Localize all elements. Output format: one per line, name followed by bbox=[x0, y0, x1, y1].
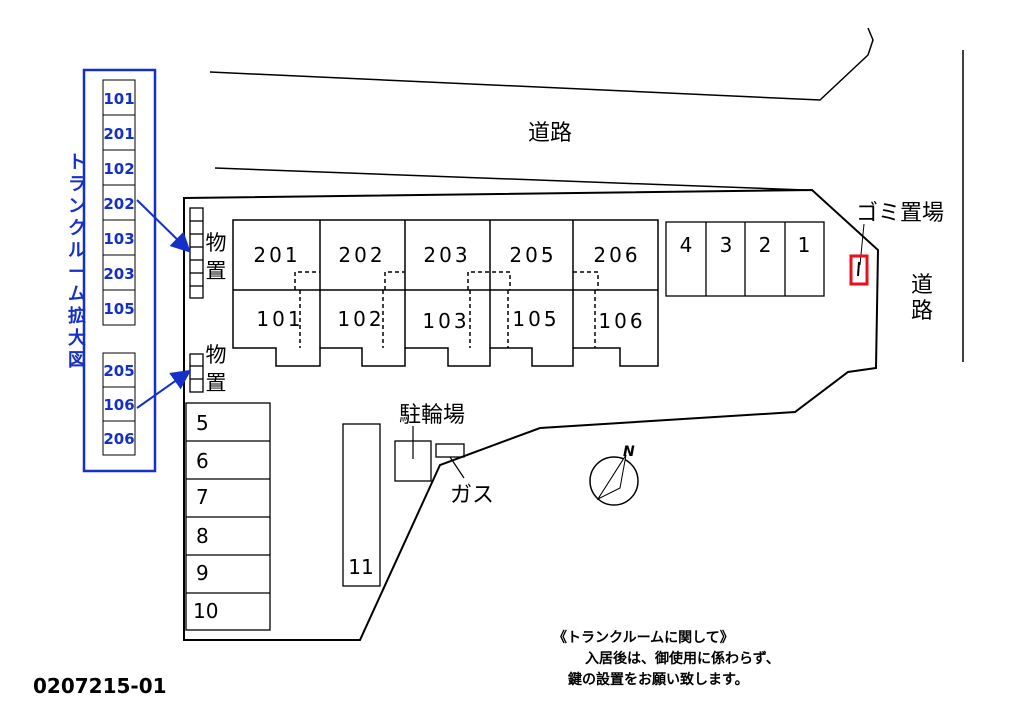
parking-space-11 bbox=[342, 423, 381, 587]
storage-label-upper-2: 置 bbox=[206, 259, 227, 283]
trunk-room-legend-frame bbox=[82, 68, 157, 473]
road-label-top: 道路 bbox=[528, 121, 572, 146]
gas-label: ガス bbox=[450, 483, 494, 508]
legend-title-char: 大 bbox=[68, 327, 86, 349]
parking-space: 4 bbox=[680, 233, 693, 257]
garbage-label: ゴミ置場 bbox=[856, 201, 944, 226]
storage-label-upper-1: 物 bbox=[206, 231, 227, 255]
unit-label: 201 bbox=[253, 243, 300, 267]
gas-meter bbox=[435, 443, 465, 458]
parking-space: 10 bbox=[193, 599, 218, 623]
trunk-room-cell: 201 bbox=[103, 125, 134, 143]
unit-label: 105 bbox=[512, 307, 559, 331]
legend-title-char: ト bbox=[68, 152, 86, 173]
legend-title-char: ル bbox=[68, 240, 86, 261]
parking-space: 1 bbox=[798, 233, 811, 257]
trunk-room-cells-lower bbox=[102, 352, 136, 456]
parking-space: 9 bbox=[196, 561, 209, 585]
garbage-area-marker bbox=[849, 254, 869, 286]
trunk-room-cell: 203 bbox=[103, 265, 134, 283]
parking-space: 8 bbox=[196, 524, 209, 548]
legend-title-char: ー bbox=[68, 262, 86, 283]
unit-label: 203 bbox=[423, 243, 470, 267]
road-lines bbox=[209, 27, 964, 362]
trunk-room-cell: 105 bbox=[103, 300, 134, 318]
trunk-room-cell: 205 bbox=[103, 362, 134, 380]
legend-title-char: ラ bbox=[68, 174, 86, 195]
compass-north-label: N bbox=[623, 444, 635, 460]
legend-title-char: 拡 bbox=[68, 305, 86, 327]
arrow-to-storage-lower bbox=[136, 369, 192, 409]
legend-title-char: 図 bbox=[68, 350, 86, 371]
unit-label: 106 bbox=[598, 309, 645, 333]
parking-space: 2 bbox=[759, 233, 772, 257]
unit-label: 202 bbox=[338, 243, 385, 267]
note-title: 《トランクルームに関して》 bbox=[553, 630, 734, 646]
unit-label: 205 bbox=[509, 243, 556, 267]
unit-label: 101 bbox=[256, 307, 303, 331]
parking-right bbox=[665, 221, 825, 297]
parking-space: 5 bbox=[196, 411, 209, 435]
legend-title-char: ク bbox=[68, 218, 86, 239]
site-boundary bbox=[183, 188, 880, 641]
parking-space: 3 bbox=[720, 233, 733, 257]
legend-title-char: ム bbox=[68, 284, 86, 305]
unit-label: 103 bbox=[422, 309, 469, 333]
trunk-room-cells-upper bbox=[102, 79, 136, 326]
storage-label-lower-2: 置 bbox=[206, 371, 227, 395]
apartment-building bbox=[232, 219, 659, 367]
note-line-1: 入居後は、御使用に係わらず、 bbox=[585, 650, 780, 667]
unit-labels-lower: 101 102 103 105 106 bbox=[256, 307, 645, 333]
parking-space: 7 bbox=[196, 485, 209, 509]
legend-title-char: ン bbox=[68, 196, 86, 217]
unit-labels-upper: 201 202 203 205 206 bbox=[253, 243, 640, 267]
storage-label-lower-1: 物 bbox=[206, 343, 227, 367]
bicycle-parking-label: 駐輪場 bbox=[399, 403, 465, 428]
trunk-room-cell: 103 bbox=[103, 230, 134, 248]
road-label-right-2: 路 bbox=[911, 299, 933, 324]
unit-label: 102 bbox=[337, 307, 384, 331]
note-line-2: 鍵の設置をお願い致します。 bbox=[568, 671, 749, 688]
garbage-leader bbox=[859, 223, 865, 266]
parking-space: 6 bbox=[196, 449, 209, 473]
trunk-room-cell: 101 bbox=[103, 90, 134, 108]
compass-icon bbox=[589, 454, 639, 506]
storage-lower bbox=[189, 353, 204, 393]
trunk-room-cell: 202 bbox=[103, 195, 134, 213]
trunk-room-cell: 106 bbox=[103, 396, 134, 414]
trunk-room-cell: 206 bbox=[103, 430, 134, 448]
storage-upper bbox=[189, 207, 204, 299]
document-id: 0207215-01 bbox=[33, 674, 167, 698]
unit-label: 206 bbox=[593, 243, 640, 267]
parking-space-11-label: 11 bbox=[348, 555, 373, 579]
arrow-to-storage-upper bbox=[136, 199, 191, 253]
parking-left bbox=[185, 402, 271, 631]
road-label-right-1: 道 bbox=[911, 273, 933, 298]
trunk-room-cell: 102 bbox=[103, 160, 134, 178]
trunk-room-title: ト ラ ン ク ル ー ム 拡 大 図 bbox=[68, 152, 86, 371]
